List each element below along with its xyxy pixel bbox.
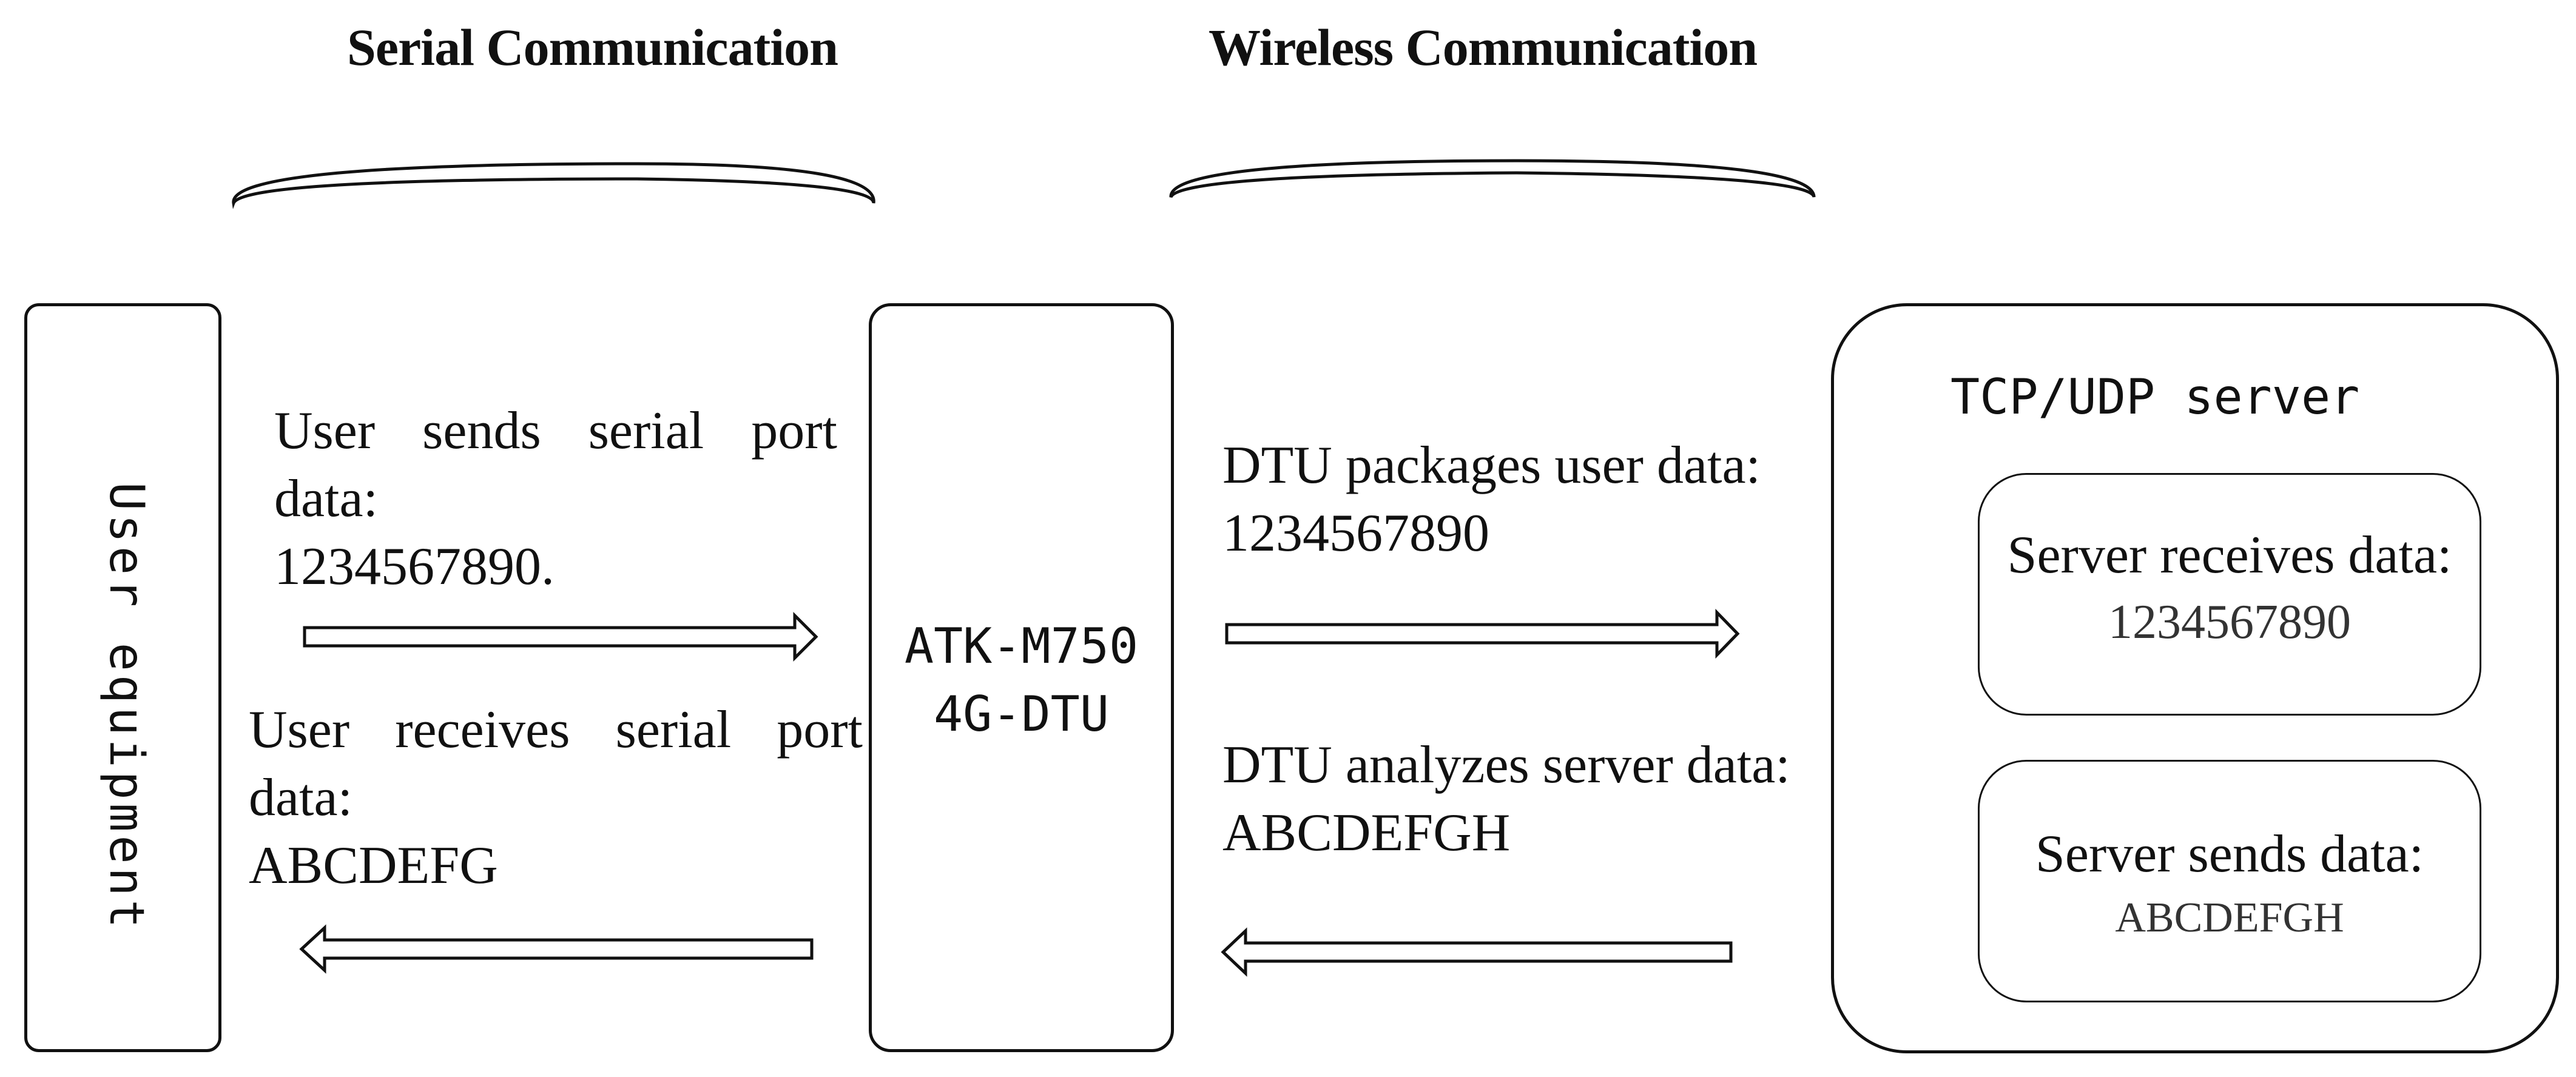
server-receives-label: Server receives data: [2007,526,2452,585]
dtu-label: ATK-M750 4G-DTU [872,612,1171,748]
wireless-send-text: DTU packages user data: 1234567890 [1222,432,1829,568]
serial-receive-arrow [299,924,814,974]
server-sends-label: Server sends data: [2035,825,2424,884]
wireless-receive-line2: ABCDEFGH [1222,804,1511,862]
wireless-communication-header: Wireless Communication [1209,18,1758,76]
serial-send-text: User sends serial port data: 1234567890. [274,397,837,601]
server-box: TCP/UDP server Server receives data: 123… [1831,303,2559,1053]
wireless-send-line2: 1234567890 [1222,504,1489,563]
server-receives-box: Server receives data: 1234567890 [1978,473,2481,716]
serial-receive-line1: User receives serial port [249,700,863,759]
dtu-model: ATK-M750 [904,618,1139,674]
user-equipment-box: User equipment [24,303,221,1052]
server-sends-box: Server sends data: ABCDEFGH [1978,760,2481,1002]
serial-send-line2: data: [274,469,379,528]
wireless-brace [1169,159,1816,198]
dtu-box: ATK-M750 4G-DTU [869,303,1174,1052]
serial-communication-header: Serial Communication [347,18,838,76]
server-sends-value: ABCDEFGH [2115,894,2344,941]
serial-brace [232,162,875,209]
server-receives-value: 1234567890 [2108,596,2351,649]
serial-send-line1: User sends serial port [274,401,837,460]
wireless-send-line1: DTU packages user data: [1222,436,1761,495]
user-equipment-label: User equipment [99,482,153,932]
server-title: TCP/UDP server [1951,369,2360,425]
wireless-receive-line1: DTU analyzes server data: [1222,736,1790,794]
wireless-send-arrow [1225,608,1740,659]
wireless-receive-arrow [1221,927,1733,977]
serial-receive-line3: ABCDEFG [249,836,498,895]
wireless-receive-text: DTU analyzes server data: ABCDEFGH [1222,731,1829,867]
serial-receive-text: User receives serial port data: ABCDEFG [249,696,863,900]
serial-send-line3: 1234567890. [274,537,555,596]
serial-send-arrow [303,611,818,662]
serial-receive-line2: data: [249,768,353,827]
dtu-type: 4G-DTU [934,686,1109,742]
